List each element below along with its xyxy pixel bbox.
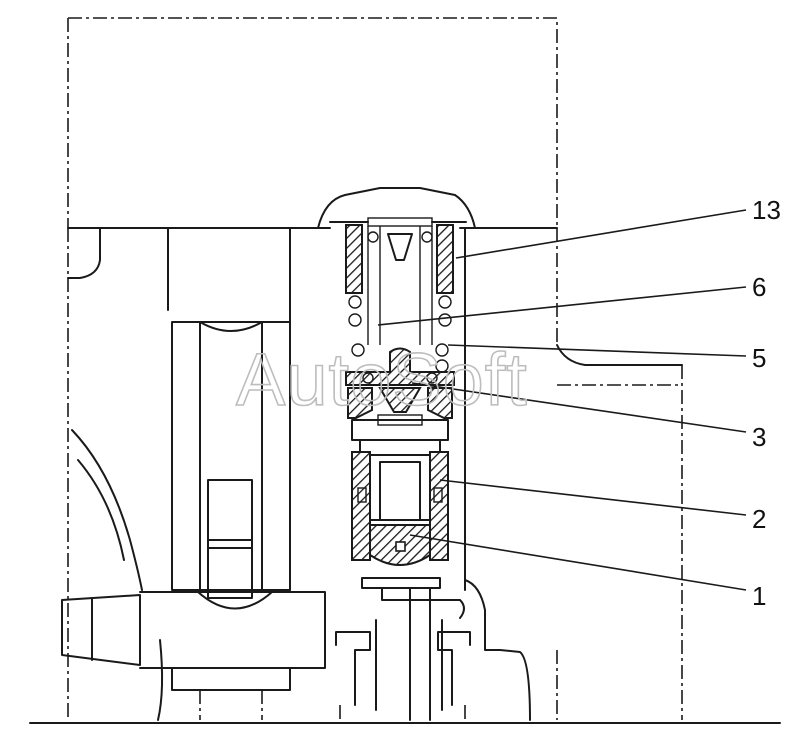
rocker-arm <box>171 321 291 599</box>
callout-6: 6 <box>752 272 766 302</box>
leader-lines <box>377 209 747 591</box>
leader-1 <box>409 534 747 591</box>
washer-5 <box>345 347 455 386</box>
leader-6 <box>377 286 747 326</box>
horizontal-guide <box>61 591 326 720</box>
leader-13 <box>455 209 747 259</box>
callout-13: 13 <box>752 195 781 225</box>
right-body-casting <box>464 227 683 721</box>
plunger-body-3 <box>347 387 453 453</box>
watermark-text: AutoSoft <box>236 338 528 421</box>
lower-stem-guide <box>335 587 471 721</box>
left-body-casting <box>67 227 291 721</box>
upper-housing-block <box>67 17 558 229</box>
tappet-body-2 <box>351 451 449 561</box>
callout-3: 3 <box>752 422 766 452</box>
callout-2: 2 <box>752 504 766 534</box>
callout-5: 5 <box>752 343 766 373</box>
leader-5 <box>447 344 747 357</box>
leader-3 <box>411 382 747 433</box>
roller-1 <box>361 524 441 589</box>
leader-2 <box>439 479 747 516</box>
callout-1: 1 <box>752 581 766 611</box>
callout-labels: 13 6 5 3 2 1 <box>752 195 781 611</box>
spring-seat-13 <box>329 217 467 294</box>
